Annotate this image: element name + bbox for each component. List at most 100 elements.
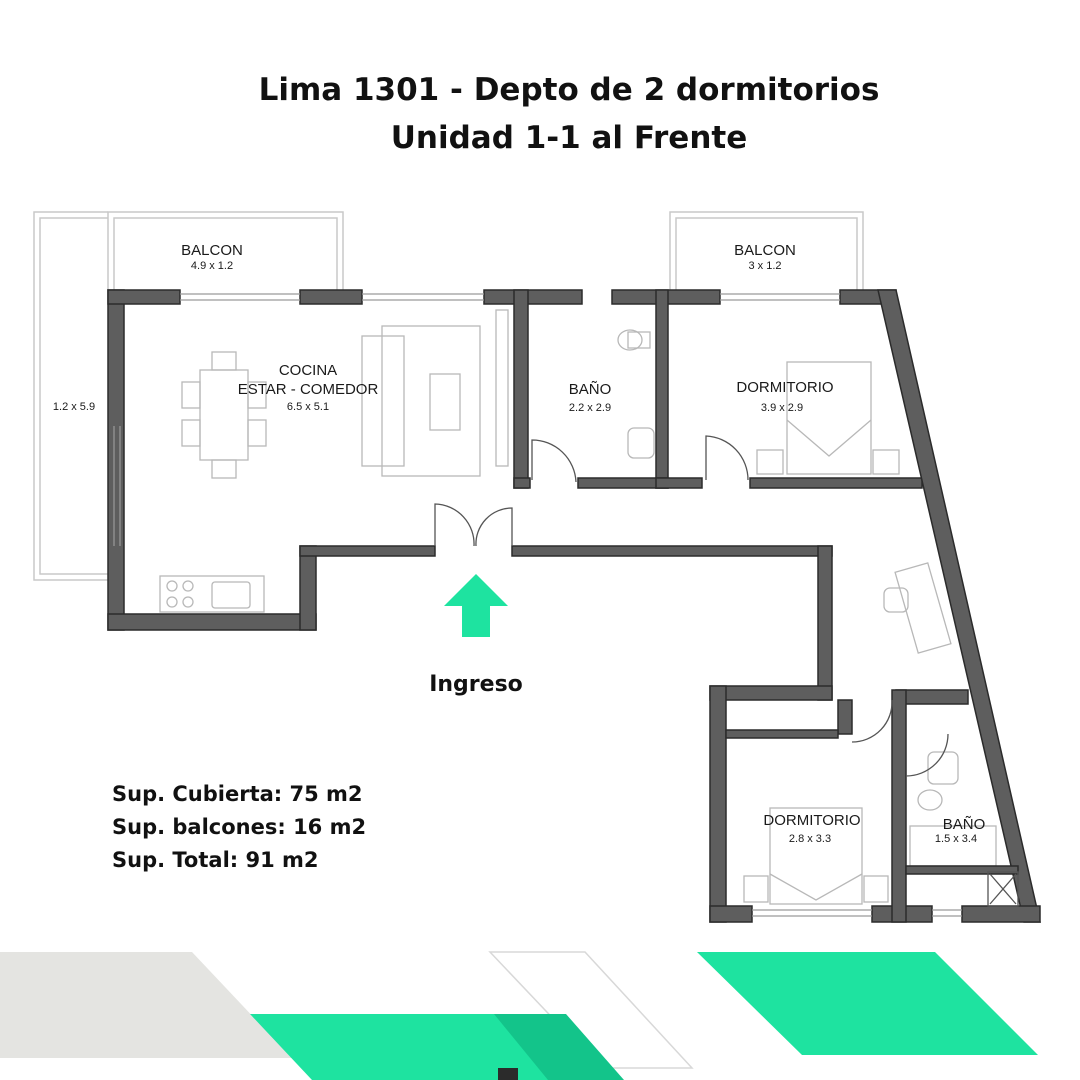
bed1-sheet [786,419,872,457]
band-dark-mark [498,1068,518,1080]
wall-outer-left [107,289,125,631]
stove-burner [182,580,194,592]
stove-burner [166,580,178,592]
wall-dorm2-right [891,689,907,923]
dorm2-dims: 2.8 x 3.3 [789,833,831,845]
dorm2-door [851,699,893,743]
decorative-band [0,951,1038,1080]
tv-cabinet [495,309,509,467]
wall-bath1-right [655,289,669,489]
bath2-toilet [917,789,943,811]
bath2-sink [927,751,959,785]
dining-chair [247,381,267,409]
entrance-door-swing [475,507,513,547]
wall-bath1-left [513,289,529,489]
balcony-side-outline [33,211,108,581]
windows [113,293,962,917]
balcony-left-outline [107,211,344,290]
sofa [361,335,405,467]
wall-living-front [299,545,436,557]
kitchen-sink [211,581,251,609]
balcony-side-inner [39,217,108,575]
wall-north-segment [299,289,363,305]
doors [434,435,1019,907]
balcony-right-inner [675,217,858,290]
room-labels: BALCON 4.9 x 1.2 1.2 x 5.9 BALCON 3 x 1.… [53,242,985,845]
wall-dorm2-bottom [709,905,753,923]
wall-dorm2-inner-top [725,729,839,739]
bed2 [769,807,863,905]
band-green-shape-mid [494,1014,624,1080]
wall-bath2-shaft [905,865,1019,875]
bath2-dims: 1.5 x 3.4 [935,833,977,845]
balcony-right-dims: 3 x 1.2 [748,260,781,272]
nightstand [872,449,900,475]
dorm1-name: DORMITORIO [736,379,833,396]
window [180,293,300,301]
dorm1-door [705,435,749,481]
bath2-door [905,733,949,777]
kitchen-counter [159,575,265,613]
band-green-shape-right [697,952,1038,1055]
area-total: Sup. Total: 91 m2 [112,848,319,872]
window [932,909,962,917]
shaft-cross [989,873,1017,905]
wall-dorm2-left [709,685,727,923]
nightstand [756,449,784,475]
dining-chair [247,419,267,447]
balcony-left-name: BALCON [181,242,243,259]
band-green-shape-left [250,1014,560,1080]
bath1-door [531,439,577,483]
area-cubierta: Sup. Cubierta: 75 m2 [112,782,363,806]
wall-corridor-right [817,545,833,701]
nightstand [743,875,769,903]
wall-dorm1-bottom [749,477,923,489]
wall-north-segment [483,289,583,305]
bed1 [786,361,872,475]
desk-chair [883,587,909,613]
bath1-sink [627,427,655,459]
coffee-table [429,373,461,431]
title-line-2: Unidad 1-1 al Frente [390,120,748,156]
window [362,293,484,301]
wall-hall-stub [837,699,853,735]
wall-dorm2-top [709,685,833,701]
bath1-toilet-bowl [617,329,643,351]
entrance-label: Ingreso [429,672,523,697]
window [752,909,872,917]
wall-bath1-bottom [577,477,669,489]
wall-dorm1-bottom-short [655,477,703,489]
stove-burner [182,596,194,608]
bath1-name: BAÑO [569,381,612,398]
shaft-box [987,871,1019,907]
living-rug [381,325,481,477]
bath1-toilet-tank [627,331,651,349]
dining-chair [181,419,201,447]
furniture [159,309,997,905]
title-line-1: Lima 1301 - Depto de 2 dormitorios [258,72,880,108]
dorm2-name: DORMITORIO [763,812,860,829]
balcony-left-inner [113,217,338,290]
desk [894,562,952,654]
dining-chair [211,351,237,371]
window [720,293,840,301]
entrance-door-swing [434,503,475,547]
nightstand [863,875,889,903]
area-balcones: Sup. balcones: 16 m2 [112,815,367,839]
dining-chair [211,459,237,479]
walls [107,289,1041,923]
living-name-line1: COCINA [279,362,337,379]
balcony-right-outline [669,211,864,290]
wall-north-segment [107,289,181,305]
wall-hall-top [895,689,969,705]
dorm1-dims: 3.9 x 2.9 [761,402,803,414]
living-dims: 6.5 x 5.1 [287,401,329,413]
wall-kitchen-step [299,545,317,631]
balcony-left-dims: 4.9 x 1.2 [191,260,233,272]
band-gray-shape [0,952,292,1058]
living-name-line2: ESTAR - COMEDOR [238,381,379,398]
plan-title: Lima 1301 - Depto de 2 dormitorios Unida… [0,66,1080,162]
entrance-arrow-icon [444,574,508,637]
window [113,426,121,546]
